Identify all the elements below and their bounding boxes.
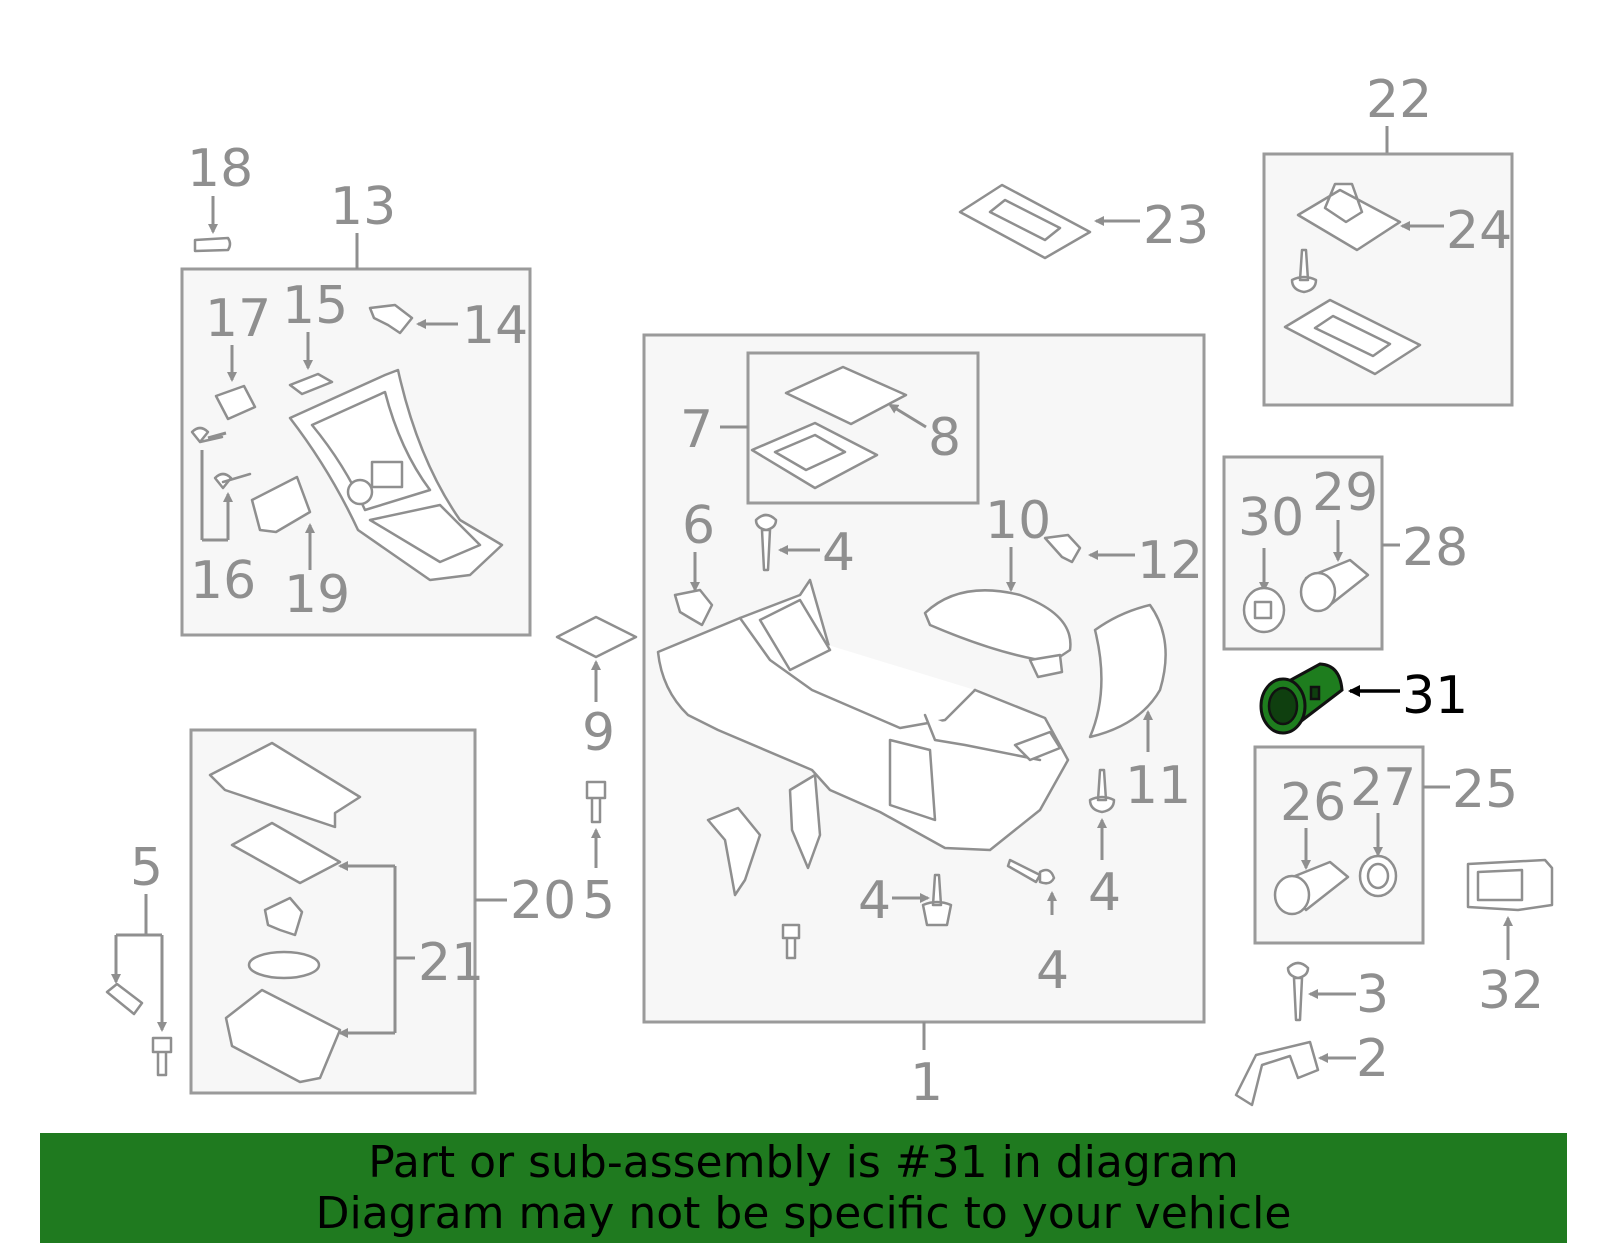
group-23: 23 xyxy=(958,183,1209,260)
callout-15: 15 xyxy=(282,276,348,336)
callout-4-top: 4 xyxy=(822,523,855,583)
part-5-bolt xyxy=(585,780,607,824)
part-6-bracket xyxy=(673,588,714,627)
callout-6: 6 xyxy=(682,496,715,556)
group-25: 25 26 27 xyxy=(1253,745,1518,945)
group-32: 32 xyxy=(1466,858,1554,1021)
callout-18: 18 xyxy=(187,139,253,199)
callout-10: 10 xyxy=(985,491,1051,551)
part-12-clip xyxy=(1043,533,1082,564)
part-10-armrest-lid xyxy=(923,589,1072,664)
part-4-screw-center xyxy=(921,873,953,927)
box-25 xyxy=(1253,745,1425,945)
callout-16: 16 xyxy=(190,551,256,611)
part-16-screw-b xyxy=(213,472,252,490)
part-16-screw-a xyxy=(190,426,224,444)
part-19-cover xyxy=(250,475,312,534)
part-20-pad xyxy=(247,950,321,980)
callout-30: 30 xyxy=(1238,488,1304,548)
callout-26: 26 xyxy=(1280,773,1346,833)
part-8-mat xyxy=(784,365,908,426)
callout-2: 2 xyxy=(1356,1029,1389,1089)
part-3-screw xyxy=(1286,961,1310,1022)
part-15-clip xyxy=(288,372,334,396)
callout-21: 21 xyxy=(418,933,484,993)
callout-29: 29 xyxy=(1312,463,1378,523)
group-20: 20 21 5 xyxy=(105,728,576,1095)
callout-7: 7 xyxy=(680,400,713,460)
callout-28: 28 xyxy=(1402,518,1468,578)
group-28: 28 30 29 xyxy=(1222,455,1468,651)
info-banner: Part or sub-assembly is #31 in diagram D… xyxy=(40,1133,1567,1243)
callout-25: 25 xyxy=(1452,760,1518,820)
callout-22: 22 xyxy=(1366,70,1432,130)
part-5-bolt-a xyxy=(105,982,144,1016)
callout-27: 27 xyxy=(1350,758,1416,818)
group-13: 13 18 17 15 14 16 19 xyxy=(180,139,532,637)
callout-12: 12 xyxy=(1137,531,1203,591)
part-4-screw-top xyxy=(754,513,778,572)
group-31: 31 xyxy=(1259,662,1468,735)
callout-3: 3 xyxy=(1356,965,1389,1025)
part-20-clip xyxy=(263,896,304,937)
group-2-3: 3 2 xyxy=(1234,961,1389,1107)
callout-32: 32 xyxy=(1478,961,1544,1021)
callout-31: 31 xyxy=(1402,666,1468,726)
part-17-plate xyxy=(214,384,257,421)
part-11-side-panel xyxy=(1088,603,1167,739)
part-1-small-bolt xyxy=(781,923,801,960)
callout-11: 11 xyxy=(1125,756,1191,816)
callout-13: 13 xyxy=(330,177,396,237)
part-1-lower-bracket xyxy=(706,806,762,897)
part-4-screw-diag xyxy=(1006,858,1056,885)
group-9: 9 5 xyxy=(555,615,638,931)
part-5-bolt-b xyxy=(151,1036,173,1077)
banner-line-1: Part or sub-assembly is #31 in diagram xyxy=(368,1137,1239,1188)
callout-4-diag: 4 xyxy=(1036,941,1069,1001)
callout-1: 1 xyxy=(910,1053,943,1113)
callout-8: 8 xyxy=(928,408,961,468)
callout-20: 20 xyxy=(510,871,576,931)
callout-5-left: 5 xyxy=(130,838,163,898)
callout-4-right: 4 xyxy=(1088,863,1121,923)
part-2-bracket xyxy=(1234,1040,1320,1107)
callout-24: 24 xyxy=(1446,201,1512,261)
callout-5-center: 5 xyxy=(582,871,615,931)
part-20-top-tray xyxy=(208,741,362,829)
part-14-bracket xyxy=(368,303,414,335)
group-22: 22 24 xyxy=(1262,70,1514,407)
callout-4-center: 4 xyxy=(858,871,891,931)
part-4-screw-right xyxy=(1088,768,1116,814)
banner-line-2: Diagram may not be specific to your vehi… xyxy=(315,1188,1292,1239)
callout-23: 23 xyxy=(1143,196,1209,256)
callout-14: 14 xyxy=(462,296,528,356)
callout-19: 19 xyxy=(284,565,350,625)
callout-17: 17 xyxy=(205,289,271,349)
group-1: 1 7 8 6 4 10 12 xyxy=(642,333,1206,1113)
part-9-pad xyxy=(555,615,638,659)
part-22-screw xyxy=(1290,248,1318,294)
part-18-clip xyxy=(193,236,232,253)
callout-9: 9 xyxy=(582,703,615,763)
part-20-bin xyxy=(224,988,342,1084)
